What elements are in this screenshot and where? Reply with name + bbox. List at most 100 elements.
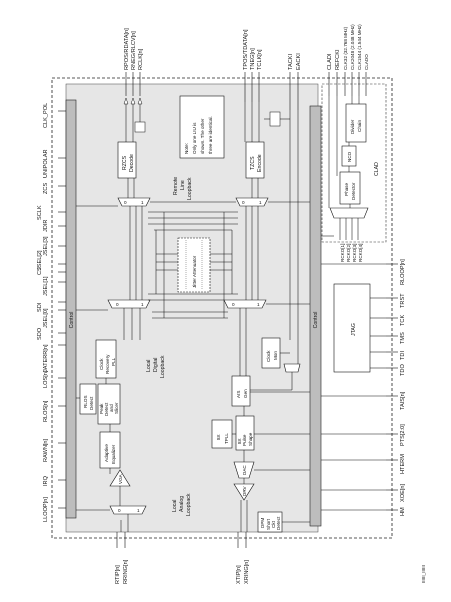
mux-mr-0: 0 <box>232 302 235 307</box>
pin-zcs: ZCS <box>43 183 49 194</box>
clock-mon-label-1: Clock <box>266 350 271 362</box>
local-digital-loopback-1: Local <box>146 360 152 372</box>
mux-select-labels: 0 1 0 1 0 1 0 1 0 1 <box>116 200 262 513</box>
local-digital-loopback-3: Loopback <box>160 355 166 378</box>
muxes <box>107 197 301 515</box>
rcko-4: RCKO[4] <box>358 244 363 262</box>
pin-trst: TRST <box>400 293 406 308</box>
adaptive-equalizer-block <box>99 431 121 469</box>
pin-tpos: TPOS/TDATA[n] <box>243 29 249 70</box>
rcko-2: RCKO[2] <box>346 244 351 262</box>
pin-hterm: HTERM <box>400 454 406 474</box>
pin-hm: HM <box>400 507 406 516</box>
pulse-shape-block <box>235 415 255 451</box>
ais-gen-block <box>231 375 251 407</box>
jtag-label: JTAG <box>351 323 357 336</box>
pulse-label-3: Shape <box>248 432 253 446</box>
pin-refcki: REFCKI <box>335 49 341 70</box>
device-boundary <box>51 77 393 539</box>
pulse-label-2: Pulse <box>242 434 247 446</box>
figure-id-tag: IIIIII_IIIIII <box>421 565 426 583</box>
phase-label-2: Detector <box>351 182 356 200</box>
pin-pts: PTS[2:0] <box>400 424 406 446</box>
remote-loopback-1: Remote <box>173 177 179 195</box>
pin-lloop: LLOOP[n] <box>43 497 49 522</box>
rlos-label-1: RLOS <box>83 395 88 408</box>
pin-rclk: RCLK[n] <box>138 48 144 70</box>
pin-eacki: EACKI <box>296 53 302 70</box>
jitter-attenuator-label: Jitter Attenuator <box>192 255 197 288</box>
local-analog-loopback-1: Local <box>172 500 178 512</box>
left-control-label: Control <box>69 312 75 329</box>
dac-label: DAC <box>242 465 247 475</box>
pin-sdo: SDO <box>37 327 43 340</box>
ais-label-1: AIS <box>236 391 241 398</box>
note-line-4: three are identical. <box>208 116 213 154</box>
pin-jaterr: JATERR[n] <box>43 344 49 372</box>
remote-loopback-2: Line <box>180 180 186 190</box>
pll-label-2: Recovery <box>105 354 110 374</box>
pin-cladi: CLADI <box>327 53 333 70</box>
pin-xoe: XOE[n] <box>400 484 406 502</box>
peak-label-3: and <box>109 404 114 412</box>
mux-ur-1: 1 <box>259 200 262 205</box>
top-pin-labels-clock: TACKI EACKI CLADI REFCKI CLK32 (32.768 M… <box>288 24 369 70</box>
clock-mon-label-2: Mon <box>273 351 278 360</box>
mux-mr-1: 1 <box>257 302 260 307</box>
pin-tacki: TACKI <box>288 53 294 70</box>
pin-rawn: RAWN[n] <box>43 438 49 462</box>
local-analog-loopback-3: Loopback <box>186 493 192 516</box>
nco-label: NCO <box>347 151 352 162</box>
clad-region <box>321 83 387 243</box>
pin-clado: CLADO <box>364 54 369 70</box>
dac-block <box>233 461 255 479</box>
tzcs-label-2: Encode <box>257 154 263 172</box>
pin-unipolar: UNIPOLAR <box>43 149 49 178</box>
pin-tck: TCK <box>400 315 406 326</box>
mux-ml-1: 1 <box>141 302 144 307</box>
short-ckt-label-3: Detect <box>276 516 281 530</box>
rcko-3: RCKO[3] <box>352 244 357 262</box>
peak-label-1: Peak <box>99 403 104 414</box>
divider-chain-block <box>345 103 367 143</box>
equalizer-label-2: Equalizer <box>111 444 116 464</box>
pin-tms: TMS <box>400 332 406 344</box>
remote-loopback-3: Loopback <box>187 177 193 200</box>
rzcs-decode-block <box>117 141 137 179</box>
jitter-attenuator-block <box>177 237 211 293</box>
note-line-1: Note: <box>184 143 189 154</box>
pin-clk-pol: CLK_POL <box>43 103 49 128</box>
pin-rneg: RNEG/RLCV[n] <box>131 31 137 70</box>
signal-paths <box>76 96 386 532</box>
pin-rpos: RPOS/RDATA[n] <box>124 28 130 70</box>
pin-tdi: TDI <box>400 351 406 360</box>
pll-label-3: PLL <box>111 357 116 366</box>
peak-detect-slicer-block <box>97 383 121 425</box>
tpll-label-2: TPLL <box>224 433 229 444</box>
note-box <box>179 95 225 159</box>
rlos-detect-block <box>79 383 97 415</box>
drv-label: DRV <box>242 485 247 496</box>
short-ckt-label-1: Short <box>266 518 271 530</box>
pin-irq: IRQ <box>43 475 49 486</box>
peak-label-2: Detect <box>104 402 109 416</box>
pin-xring: XRING[n] <box>244 560 250 584</box>
pin-tdo: TDO <box>400 364 406 376</box>
pin-jsel0: JSEL[0] <box>43 308 49 328</box>
local-digital-loopback-2: Digital <box>153 358 159 372</box>
clad-label: CLAD <box>374 162 380 176</box>
pin-clk1544: CLK1544 (1.544 MHz) <box>357 24 362 70</box>
vga-label: VGA <box>118 473 123 484</box>
pin-cs: CS <box>37 267 43 275</box>
right-control-block <box>309 105 322 527</box>
pin-tais: TAIS[n] <box>400 391 406 410</box>
top-pin-labels-mid: TPOS/TDATA[n] TNEG[n] TCLK[n] <box>243 29 263 70</box>
phase-detector-block <box>339 171 361 205</box>
mux-upper-right <box>235 197 269 207</box>
rzcs-label-1: RZCS <box>122 155 128 170</box>
pin-clk2048: CLK2048 (2.048 MHz) <box>350 24 355 70</box>
bottom-pin-stubs <box>116 532 247 548</box>
mux-ll-0: 0 <box>118 508 121 513</box>
ais-label-2: Gen <box>243 389 248 398</box>
